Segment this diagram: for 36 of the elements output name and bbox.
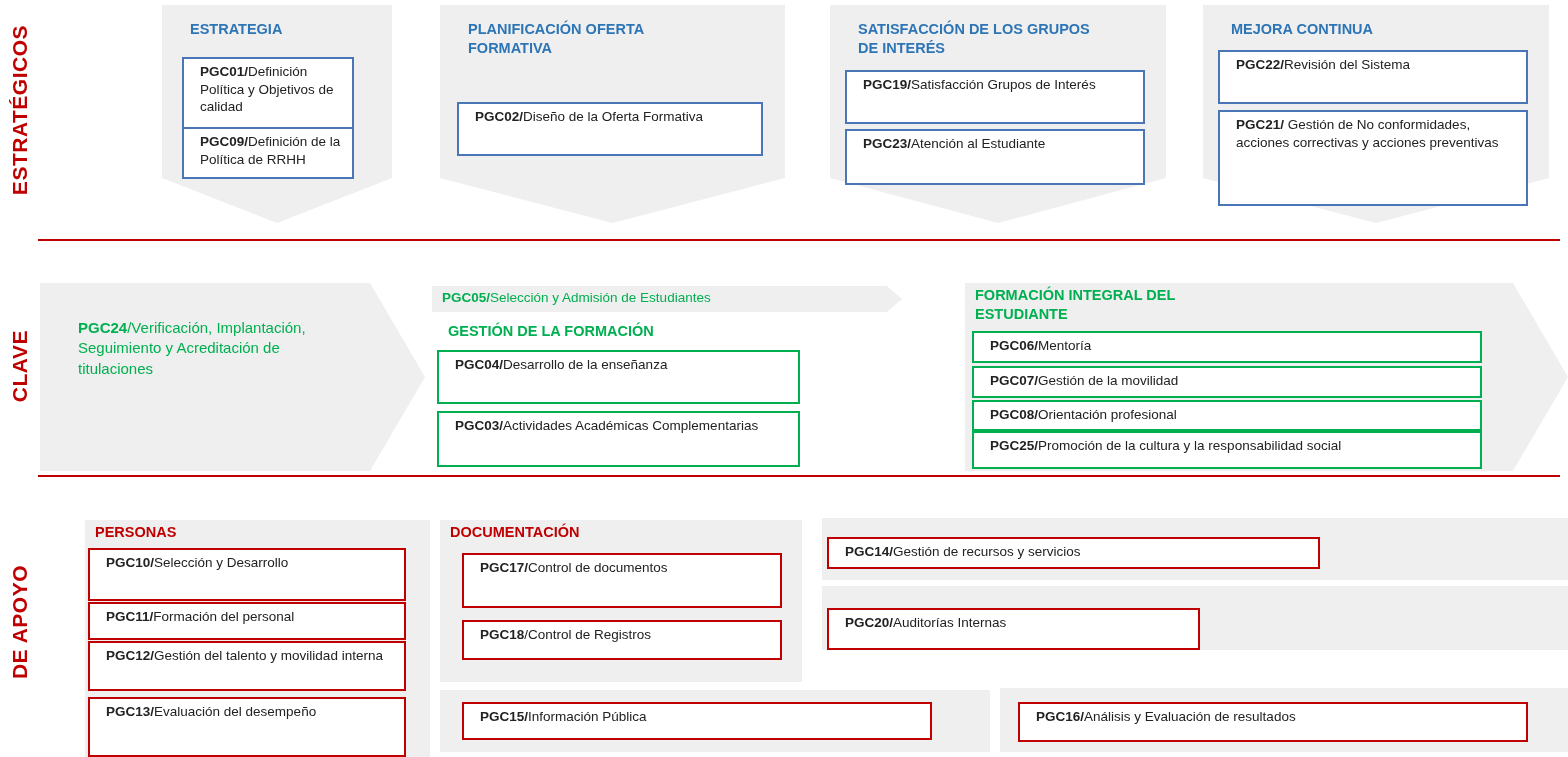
process-box: PGC11/Formación del personal: [88, 602, 406, 640]
section-heading: GESTIÓN DE LA FORMACIÓN: [448, 322, 654, 341]
process-box: PGC08/Orientación profesional: [972, 400, 1482, 431]
process-box: PGC12/Gestión del talento y movilidad interna: [88, 641, 406, 691]
process-label: PGC24/Verificación, Implantación, Seguimiento y Acreditación de titulaciones: [78, 318, 307, 379]
process-label: PGC05/Selección y Admisión de Estudiantes: [442, 289, 711, 307]
process-box: PGC09/Definición de la Política de RRHH: [182, 127, 354, 179]
section-heading: FORMACIÓN INTEGRAL DEL ESTUDIANTE: [975, 286, 1177, 324]
process-box: PGC02/Diseño de la Oferta Formativa: [457, 102, 763, 156]
process-box: PGC07/Gestión de la movilidad: [972, 366, 1482, 398]
process-box: PGC06/Mentoría: [972, 331, 1482, 363]
process-box: PGC16/Análisis y Evaluación de resultados: [1018, 702, 1528, 742]
section-heading: ESTRATEGIA: [190, 20, 284, 39]
process-box: PGC15/Información Pública: [462, 702, 932, 740]
process-box: PGC03/Actividades Académicas Complementarias: [437, 411, 800, 467]
section-heading: PLANIFICACIÓN OFERTA FORMATIVA: [468, 20, 645, 58]
process-box: PGC17/Control de documentos: [462, 553, 782, 608]
process-box: PGC04/Desarrollo de la enseñanza: [437, 350, 800, 404]
process-box: PGC18/Control de Registros: [462, 620, 782, 660]
section-heading: DOCUMENTACIÓN: [450, 523, 581, 542]
process-box: PGC14/Gestión de recursos y servicios: [827, 537, 1320, 569]
process-box: PGC19/Satisfacción Grupos de Interés: [845, 70, 1145, 124]
process-box: PGC25/Promoción de la cultura y la responsabilidad social: [972, 431, 1482, 469]
section-heading: MEJORA CONTINUA: [1231, 20, 1375, 39]
process-box: PGC22/Revisión del Sistema: [1218, 50, 1528, 104]
process-box: PGC21/ Gestión de No conformidades, acciones correctivas y acciones preventivas: [1218, 110, 1528, 206]
process-box: PGC23/Atención al Estudiante: [845, 129, 1145, 185]
row-label: ESTRATÉGICOS: [8, 25, 32, 196]
section-heading: PERSONAS: [95, 523, 178, 542]
row-label: CLAVE: [8, 330, 32, 403]
process-box: PGC13/Evaluación del desempeño: [88, 697, 406, 757]
process-box: PGC10/Selección y Desarrollo: [88, 548, 406, 601]
section-heading: SATISFACCIÓN DE LOS GRUPOS DE INTERÉS: [858, 20, 1091, 58]
row-label: DE APOYO: [8, 565, 32, 680]
process-box: PGC20/Auditorías Internas: [827, 608, 1200, 650]
process-box: PGC01/Definición Política y Objetivos de calidad: [182, 57, 354, 129]
